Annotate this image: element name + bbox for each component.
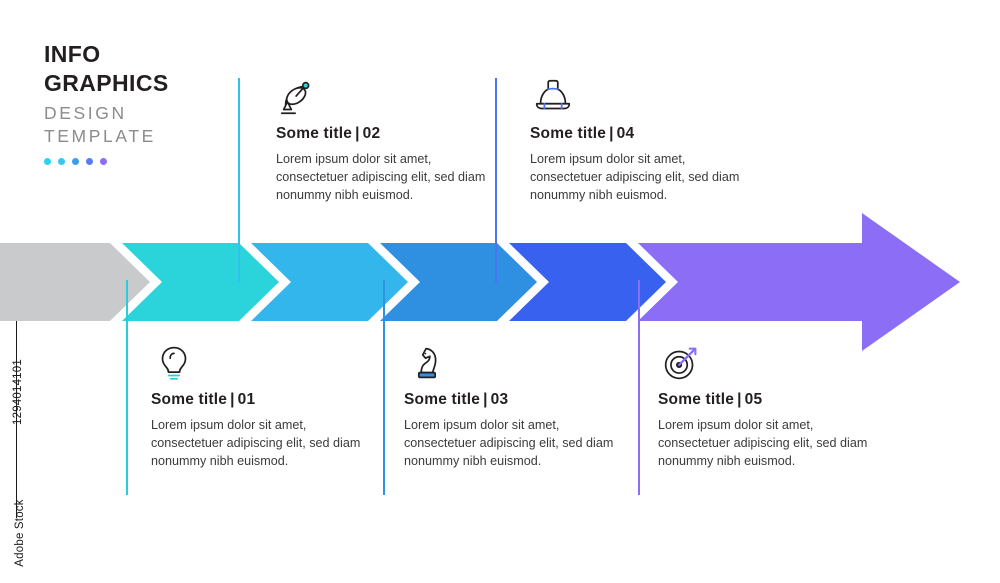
arrow-segment-0 bbox=[0, 243, 150, 321]
chess-knight-icon bbox=[404, 347, 450, 390]
connector-05 bbox=[638, 280, 640, 495]
page-subtitle: DESIGN TEMPLATE bbox=[44, 102, 274, 149]
page-subtitle-line1: DESIGN bbox=[44, 102, 127, 123]
step-number-01: 01 bbox=[237, 391, 256, 408]
step-separator-01: | bbox=[230, 391, 235, 408]
target-dart-icon bbox=[658, 347, 704, 390]
step-separator-05: | bbox=[737, 391, 742, 408]
step-number-03: 03 bbox=[490, 391, 509, 408]
page-subtitle-line2: TEMPLATE bbox=[44, 126, 156, 147]
step-separator-03: | bbox=[483, 391, 488, 408]
connector-04 bbox=[495, 78, 497, 283]
arrow-segment-5 bbox=[638, 213, 960, 351]
step-title-text-04: Some title bbox=[530, 125, 607, 142]
step-text-02: Lorem ipsum dolor sit amet, consectetuer… bbox=[276, 152, 486, 202]
step-item-05[interactable]: Some title|05 Lorem ipsum dolor sit amet… bbox=[658, 340, 882, 471]
connector-03 bbox=[383, 280, 385, 495]
step-title-text-03: Some title bbox=[404, 391, 481, 408]
step-title-text-05: Some title bbox=[658, 391, 735, 408]
satellite-dish-icon bbox=[276, 81, 322, 124]
step-number-02: 02 bbox=[362, 125, 381, 142]
watermark-brand: Adobe Stock bbox=[14, 499, 26, 567]
title-block: INFO GRAPHICS DESIGN TEMPLATE bbox=[44, 40, 274, 165]
step-title-04: Some title|04 bbox=[530, 125, 754, 143]
process-arrow bbox=[0, 213, 960, 351]
step-text-01: Lorem ipsum dolor sit amet, consectetuer… bbox=[151, 418, 361, 468]
step-title-02: Some title|02 bbox=[276, 125, 500, 143]
step-title-01: Some title|01 bbox=[151, 391, 375, 409]
page-title-line1: INFO bbox=[44, 41, 101, 67]
step-title-text-01: Some title bbox=[151, 391, 228, 408]
step-title-text-02: Some title bbox=[276, 125, 353, 142]
page-title: INFO GRAPHICS bbox=[44, 40, 274, 98]
connector-02 bbox=[238, 78, 240, 283]
step-item-03[interactable]: Some title|03 Lorem ipsum dolor sit amet… bbox=[404, 340, 628, 471]
dot-4 bbox=[86, 157, 93, 165]
step-text-03: Lorem ipsum dolor sit amet, consectetuer… bbox=[404, 418, 614, 468]
step-text-05: Lorem ipsum dolor sit amet, consectetuer… bbox=[658, 418, 868, 468]
step-text-04: Lorem ipsum dolor sit amet, consectetuer… bbox=[530, 152, 740, 202]
step-separator-02: | bbox=[355, 125, 360, 142]
dot-2 bbox=[58, 157, 65, 165]
decorative-dots bbox=[44, 157, 274, 165]
step-number-05: 05 bbox=[744, 391, 763, 408]
arrow-segment-4 bbox=[509, 243, 666, 321]
hard-hat-icon bbox=[530, 79, 576, 124]
dot-3 bbox=[72, 157, 79, 165]
arrow-segment-2 bbox=[251, 243, 408, 321]
dot-5 bbox=[100, 157, 107, 165]
step-separator-04: | bbox=[609, 125, 614, 142]
step-item-02[interactable]: Some title|02 Lorem ipsum dolor sit amet… bbox=[276, 74, 500, 205]
connector-01 bbox=[126, 280, 128, 495]
arrow-segment-3 bbox=[380, 243, 537, 321]
step-number-04: 04 bbox=[616, 125, 635, 142]
step-title-05: Some title|05 bbox=[658, 391, 882, 409]
dot-1 bbox=[44, 157, 51, 165]
step-item-04[interactable]: Some title|04 Lorem ipsum dolor sit amet… bbox=[530, 74, 754, 205]
step-title-03: Some title|03 bbox=[404, 391, 628, 409]
lightbulb-icon bbox=[151, 346, 197, 390]
page-title-line2: GRAPHICS bbox=[44, 69, 169, 96]
step-item-01[interactable]: Some title|01 Lorem ipsum dolor sit amet… bbox=[151, 340, 375, 471]
watermark-divider bbox=[16, 318, 17, 518]
